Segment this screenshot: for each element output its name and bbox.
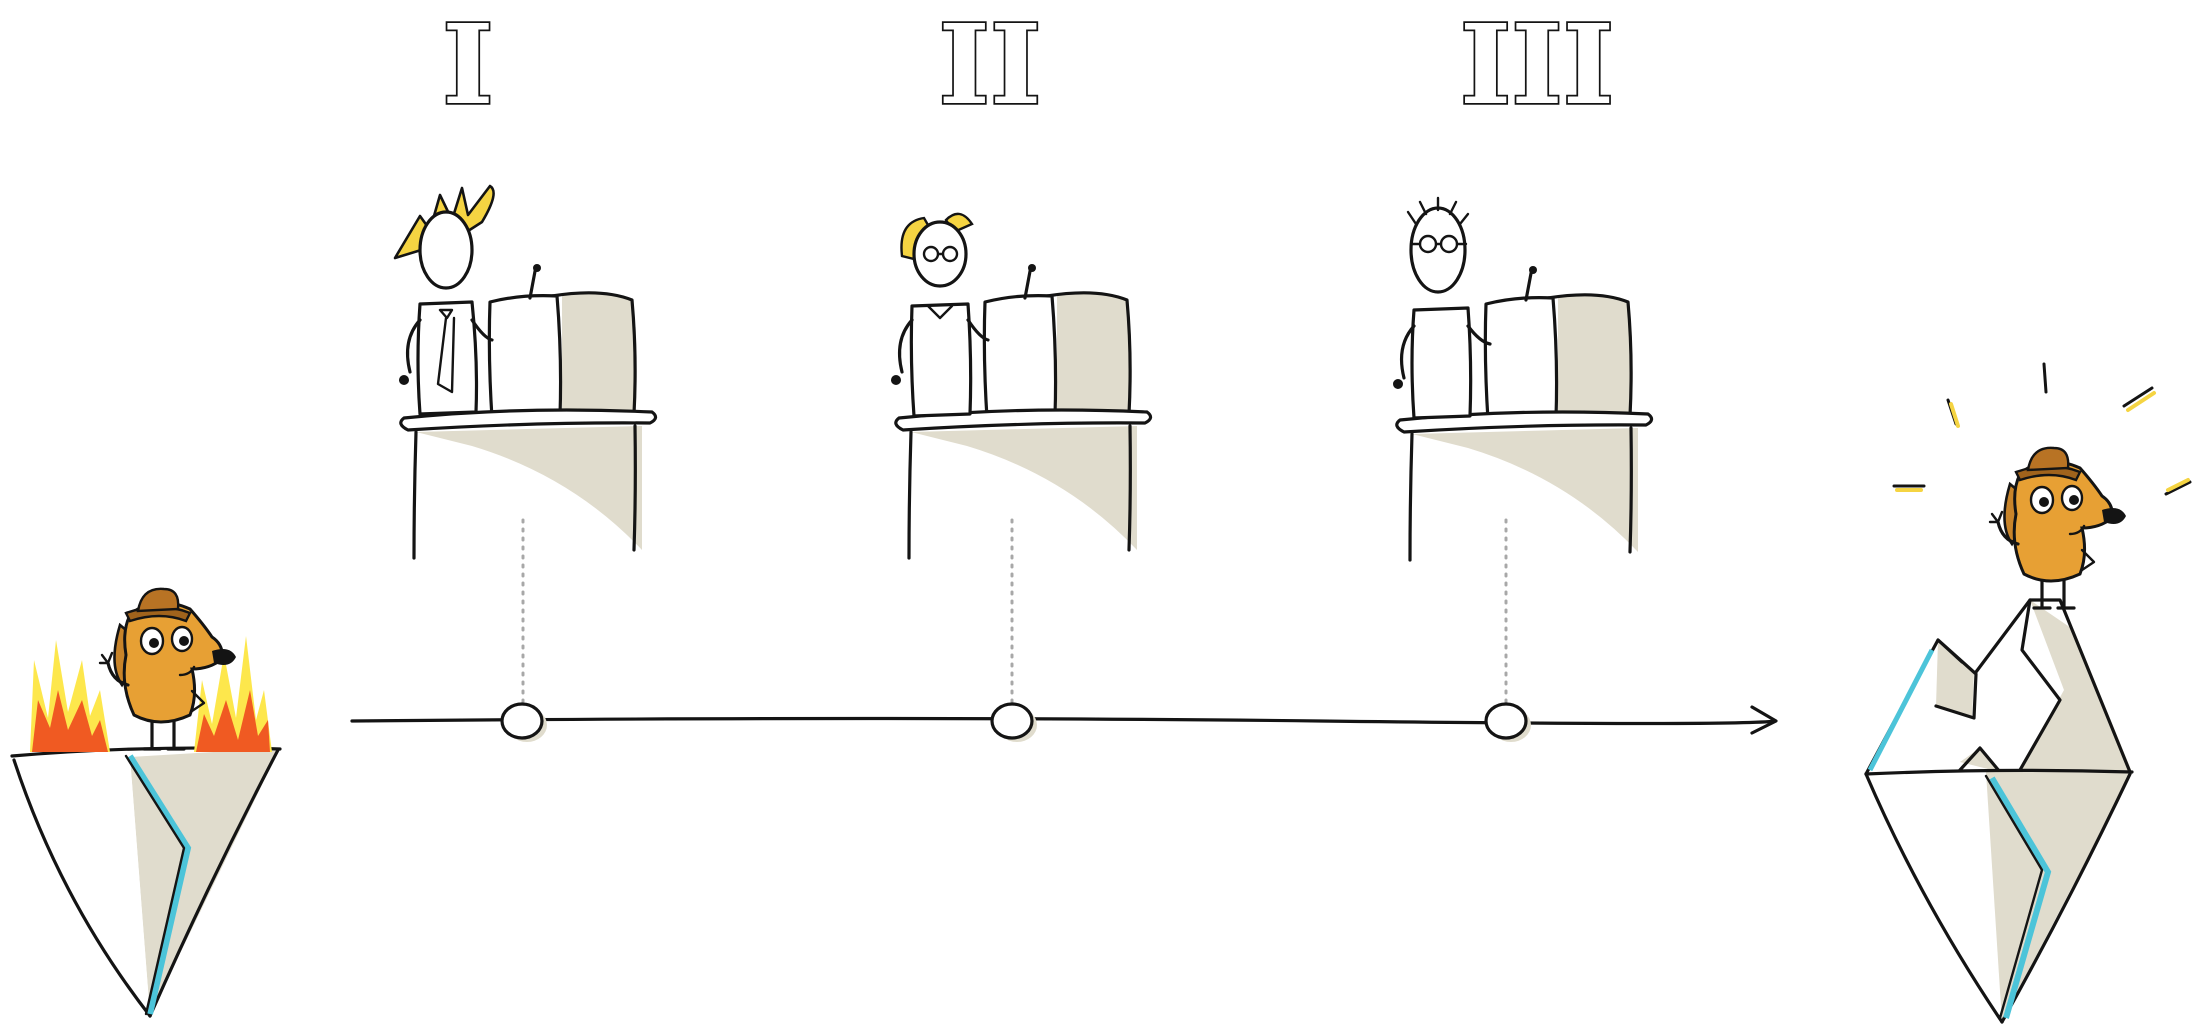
- dog-on-burning-iceberg-icon: [12, 589, 280, 1016]
- phase-2-numeral: II: [939, 0, 1042, 129]
- speaker-1-at-podium: [395, 186, 656, 558]
- timeline-marker-3: [1486, 704, 1531, 742]
- speaker-3-at-podium: [1393, 198, 1652, 560]
- connector-lines: [523, 520, 1506, 702]
- phase-3-numeral: III: [1460, 0, 1614, 129]
- phase-1-numeral: I: [442, 0, 493, 129]
- timeline-marker-2: [992, 704, 1037, 742]
- timeline-arrow-icon: [352, 707, 1776, 733]
- dog-on-mountain-iceberg-icon: [1866, 364, 2190, 1022]
- timeline-marker-1: [502, 704, 547, 742]
- speaker-2-at-podium: [891, 214, 1151, 558]
